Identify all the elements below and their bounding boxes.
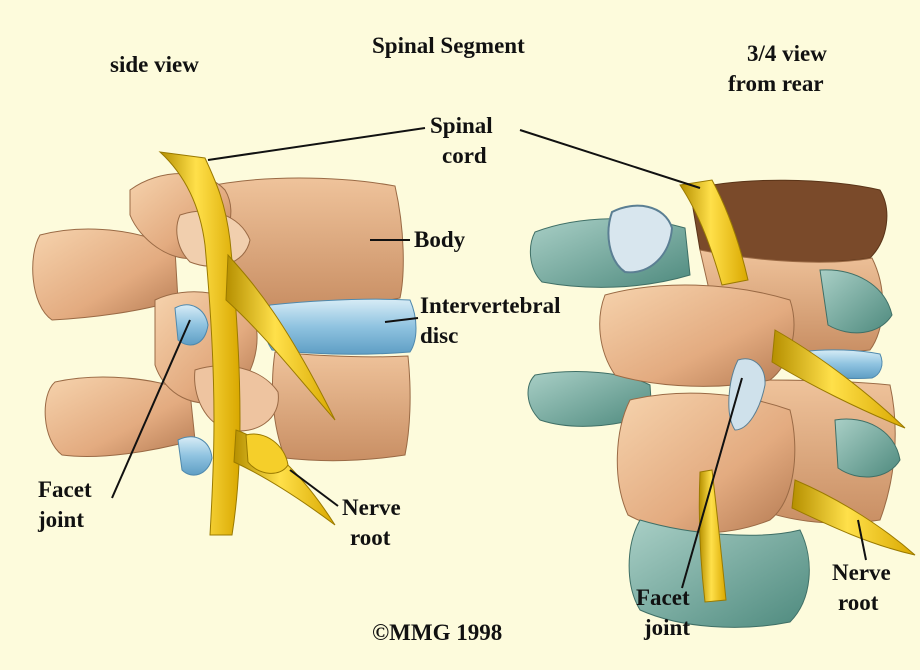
diagram-title: Spinal Segment: [372, 33, 525, 58]
disc-label-line1: Intervertebral: [420, 293, 561, 318]
nerve-left-label-line1: Nerve: [342, 495, 401, 520]
nerve-left-label-line2: root: [350, 525, 391, 550]
spinal-cord-label-line1: Spinal: [430, 113, 493, 138]
right-transverse-process-upper: [820, 270, 892, 333]
facet-right-label-line1: Facet: [636, 585, 690, 610]
spinal-cord-leader-right: [520, 130, 700, 188]
nerve-right-label-line1: Nerve: [832, 560, 891, 585]
rear-view-caption-line2: from rear: [728, 71, 824, 96]
body-label: Body: [414, 227, 466, 252]
facet-right-label-line2: joint: [643, 615, 690, 640]
facet-left-label-line1: Facet: [38, 477, 92, 502]
nerve-right-label-line2: root: [838, 590, 879, 615]
facet-left-label-line2: joint: [37, 507, 84, 532]
left-facet-cartilage-lower: [178, 437, 212, 475]
spinal-cord-label-line2: cord: [442, 143, 487, 168]
side-view-caption: side view: [110, 52, 199, 77]
copyright: ©MMG 1998: [372, 620, 502, 645]
spinal-cord-leader-left: [208, 128, 425, 160]
rear-view-caption-line1: 3/4 view: [747, 41, 827, 66]
disc-label-line2: disc: [420, 323, 458, 348]
rear-upper-lamina: [600, 285, 794, 386]
